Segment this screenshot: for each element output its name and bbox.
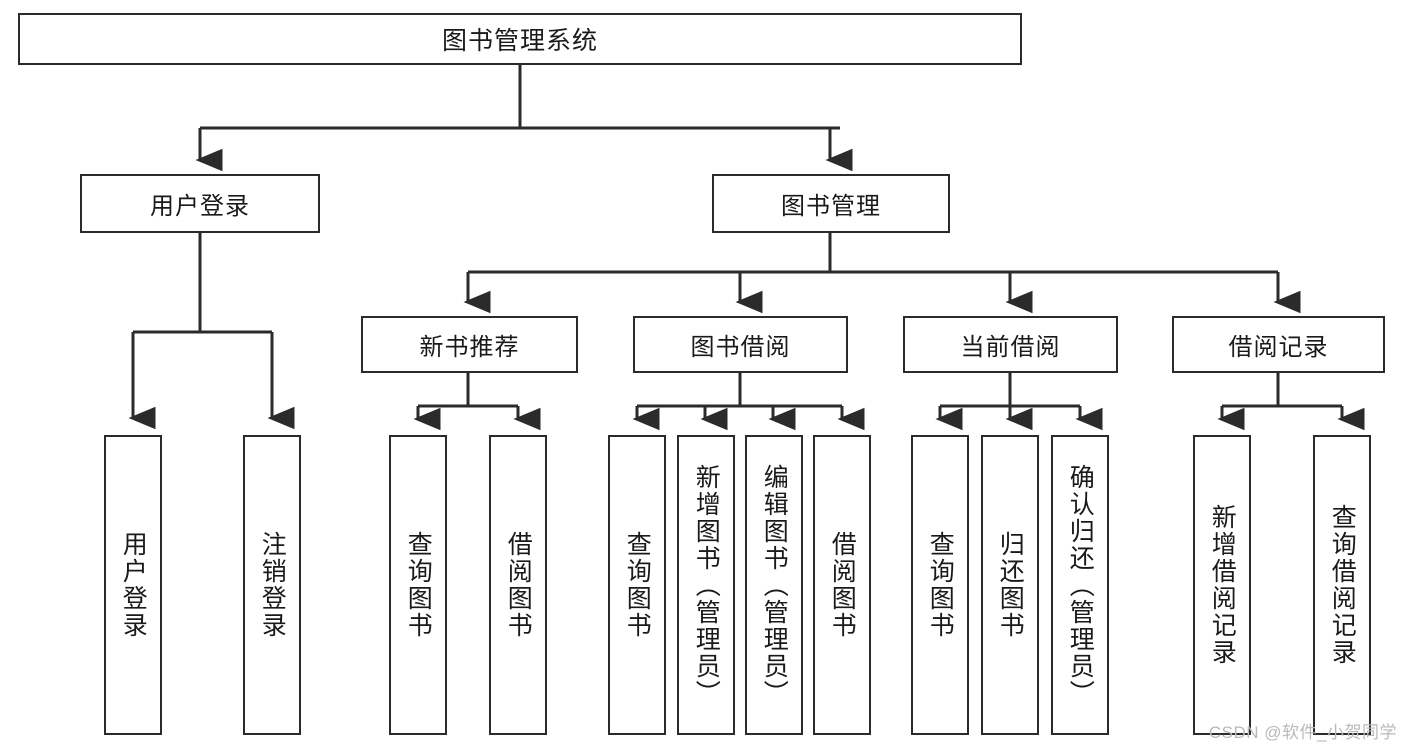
node-label: 新增借阅记录 xyxy=(1208,504,1237,666)
leaf-current-borrow-query[interactable]: 查询图书 xyxy=(911,435,969,735)
leaf-book-borrow-edit[interactable]: 编辑图书（管理员） xyxy=(745,435,803,735)
leaf-user-login-login[interactable]: 用户登录 xyxy=(104,435,162,735)
node-label: 图书管理 xyxy=(781,193,881,220)
node-user-login[interactable]: 用户登录 xyxy=(80,174,320,233)
node-label: 借阅图书 xyxy=(504,531,533,639)
node-current-borrow[interactable]: 当前借阅 xyxy=(903,316,1118,373)
leaf-borrow-record-add[interactable]: 新增借阅记录 xyxy=(1193,435,1251,735)
node-label: 借阅图书 xyxy=(828,531,857,639)
node-label: 查询图书 xyxy=(623,531,652,639)
node-book-management[interactable]: 图书管理 xyxy=(712,174,950,233)
node-label: 查询图书 xyxy=(926,531,955,639)
leaf-current-borrow-confirm-return[interactable]: 确认归还（管理员） xyxy=(1051,435,1109,735)
leaf-book-borrow-query[interactable]: 查询图书 xyxy=(608,435,666,735)
node-label: 借阅记录 xyxy=(1228,334,1329,361)
leaf-current-borrow-return[interactable]: 归还图书 xyxy=(981,435,1039,735)
leaf-book-borrow-add[interactable]: 新增图书（管理员） xyxy=(677,435,735,735)
leaf-book-borrow-borrow[interactable]: 借阅图书 xyxy=(813,435,871,735)
node-label: 查询图书 xyxy=(404,531,433,639)
node-label: 归还图书 xyxy=(996,531,1025,639)
node-label: 新书推荐 xyxy=(419,334,520,361)
node-label: 编辑图书（管理员） xyxy=(760,463,789,707)
node-borrow-record[interactable]: 借阅记录 xyxy=(1172,316,1385,373)
node-book-borrow[interactable]: 图书借阅 xyxy=(633,316,848,373)
node-label: 新增图书（管理员） xyxy=(692,463,721,707)
node-label: 用户登录 xyxy=(150,193,250,220)
node-label: 确认归还（管理员） xyxy=(1066,463,1095,707)
node-label: 图书借阅 xyxy=(690,334,791,361)
node-label: 图书管理系统 xyxy=(441,27,598,55)
leaf-borrow-record-query[interactable]: 查询借阅记录 xyxy=(1313,435,1371,735)
node-root-system[interactable]: 图书管理系统 xyxy=(18,13,1022,65)
node-label: 用户登录 xyxy=(119,531,148,639)
node-new-book-recommend[interactable]: 新书推荐 xyxy=(361,316,578,373)
node-label: 当前借阅 xyxy=(960,334,1061,361)
leaf-user-login-logout[interactable]: 注销登录 xyxy=(243,435,301,735)
leaf-new-book-query[interactable]: 查询图书 xyxy=(389,435,447,735)
watermark: CSDN @软件_小贺同学 xyxy=(1208,723,1397,742)
leaf-new-book-borrow[interactable]: 借阅图书 xyxy=(489,435,547,735)
node-label: 查询借阅记录 xyxy=(1328,504,1357,666)
node-label: 注销登录 xyxy=(258,531,287,639)
